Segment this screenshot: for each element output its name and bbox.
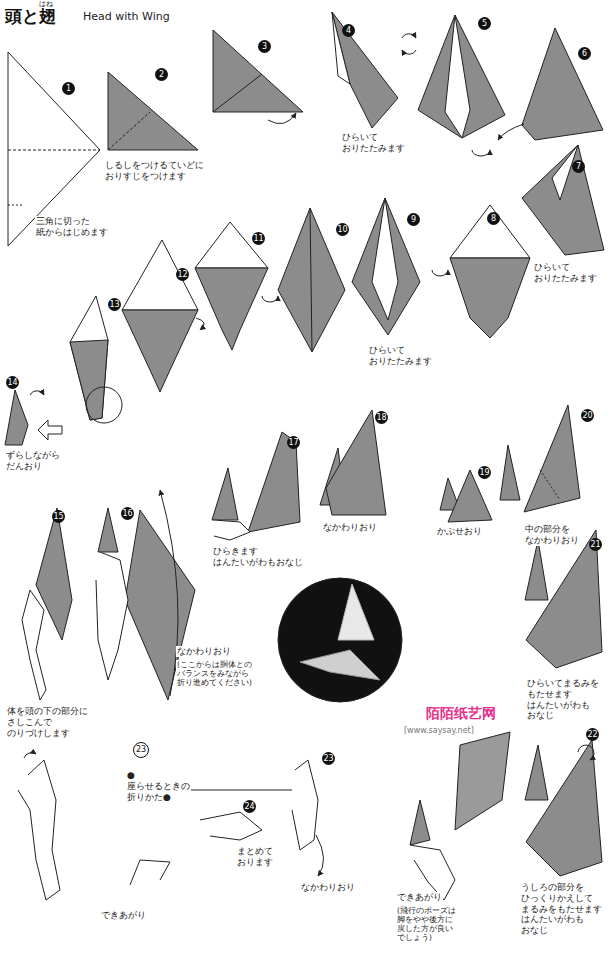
instruction-note: ひらきます はんたいがわもおなじ (212, 546, 304, 568)
section-heading: ●座らせるときの 折りかた● (126, 770, 191, 802)
finished-label: できあがり (396, 892, 443, 903)
instruction-note: うしろの部分を ひっくりかえして まるみをもたせます はんたいがわも おなじ (520, 882, 603, 936)
step-number: 17 (287, 436, 300, 449)
step-number: 24 (243, 800, 256, 813)
step-number: 8 (487, 212, 500, 225)
instruction-note: かぶせおり (436, 526, 483, 537)
step-number: 11 (252, 232, 265, 245)
instruction-note: 中の部分を なかわりおり (524, 524, 580, 546)
instruction-note: なかわりおり (300, 882, 356, 893)
diagram-title: 頭と翅 (5, 6, 56, 26)
instruction-note: なかわりおり (176, 646, 232, 657)
instruction-note: まとめて おります (236, 846, 274, 868)
step-number: 9 (407, 213, 420, 226)
step-number: 15 (52, 510, 65, 523)
subtitle: Head with Wing (82, 10, 171, 23)
instruction-note: (ここからは胴体との バランスをみながら 折り進めてください) (176, 660, 253, 687)
instruction-note: ひらいて おりたたみます (368, 345, 433, 367)
instruction-note: 体を頭の下の部分に さしこんで のりづけします (6, 706, 89, 738)
step-number: 21 (589, 538, 602, 551)
step-number: 12 (176, 268, 189, 281)
finished-label: できあがり (100, 910, 147, 921)
instruction-note: ずらしながら だんおり (5, 450, 61, 472)
step-number: 19 (478, 466, 491, 479)
instruction-note: なかわりおり (322, 522, 378, 533)
step-number: 23 (133, 742, 149, 758)
instruction-note: (飛行のポーズは 脚をやや後方に 戻した方が良い でしょう) (396, 906, 457, 942)
instruction-note: 三角に切った 紙からはじめます (35, 216, 109, 238)
step-number: 4 (342, 24, 355, 37)
watermark: 陌陌纸艺网 (425, 705, 497, 722)
step-number: 13 (108, 298, 121, 311)
instruction-note: ひらいて おりたたみます (533, 262, 598, 284)
step-number: 2 (155, 68, 168, 81)
step-number: 10 (336, 223, 349, 236)
instruction-note: ひらいて おりたたみます (341, 132, 406, 154)
step-number: 18 (375, 411, 388, 424)
instruction-note: ひらいてまるみを もたせます はんたいがわも おなじ (526, 678, 600, 721)
ruby-reading: はね (38, 0, 54, 8)
step-number: 16 (121, 507, 134, 520)
step-number: 5 (478, 17, 491, 30)
step-number: 6 (578, 47, 591, 60)
step-number: 1 (62, 82, 75, 95)
step-number: 14 (6, 376, 19, 389)
step-number: 22 (586, 728, 599, 741)
instruction-note: しるしをつけるていどに おりすじをつけます (104, 160, 205, 182)
watermark-url: [www.saysay.net] (403, 726, 475, 736)
step-number: 23 (322, 752, 335, 765)
step-number: 20 (581, 409, 594, 422)
step-number: 7 (572, 160, 585, 173)
step-number: 3 (258, 40, 271, 53)
